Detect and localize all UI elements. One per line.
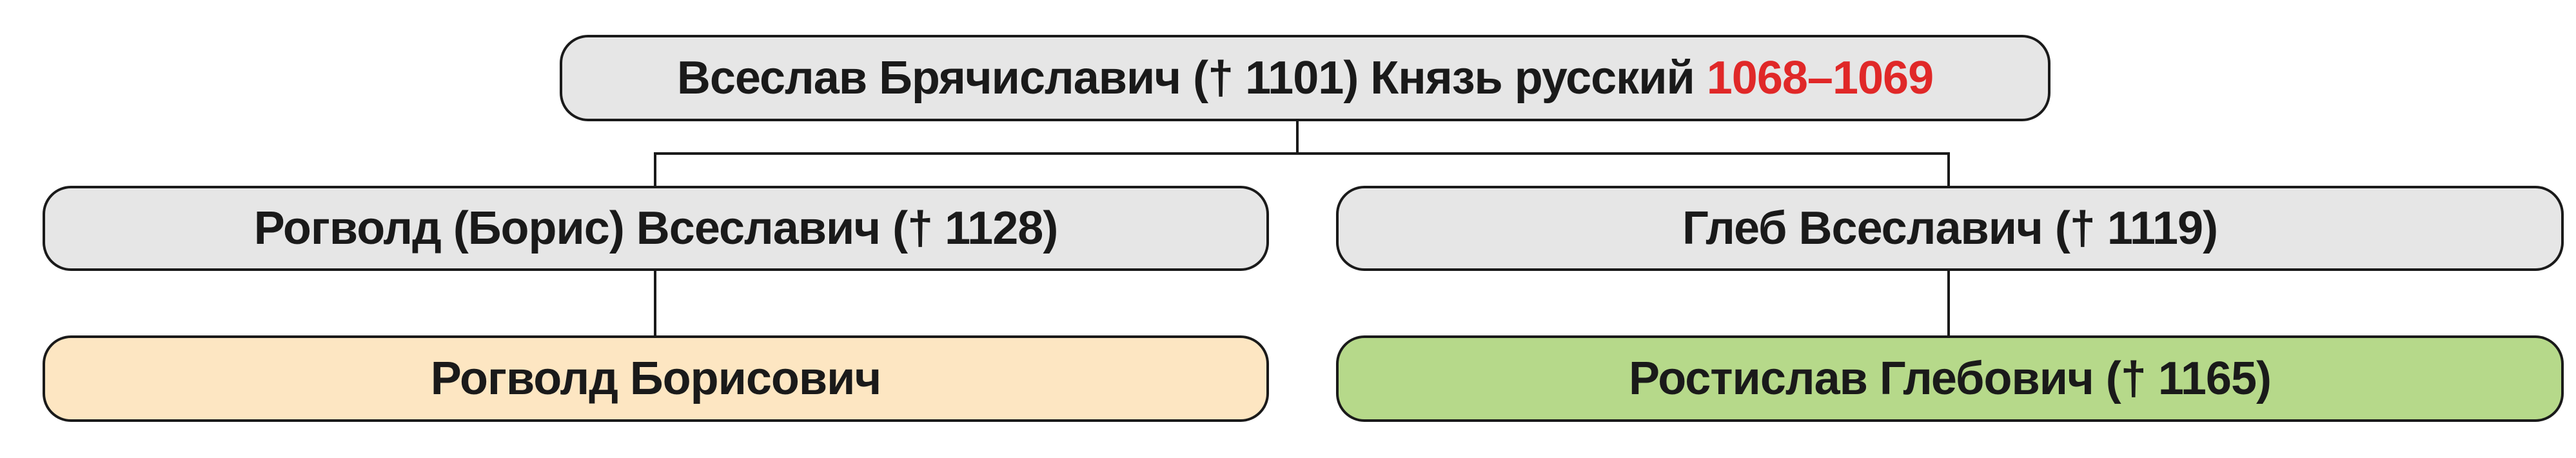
node-vseslav-bryachislavich: Всеслав Брячиславич († 1101) Князь русск… <box>560 35 2050 121</box>
node-rogvold-borisovich: Рогволд Борисович <box>43 335 1269 422</box>
node-label: Ростислав Глебович († 1165) <box>1628 353 2272 404</box>
node-gleb-vseslavich: Глеб Всеславич († 1119) <box>1336 186 2564 271</box>
node-rogvold-vseslavich: Рогволд (Борис) Всеславич († 1128) <box>43 186 1269 271</box>
node-label: Глеб Всеславич († 1119) <box>1682 203 2218 254</box>
reign-years: 1068–1069 <box>1706 52 1934 104</box>
node-label: Всеслав Брячиславич († 1101) Князь русск… <box>676 52 1707 104</box>
node-rostislav-glebovich: Ростислав Глебович († 1165) <box>1336 335 2564 422</box>
node-label: Рогволд (Борис) Всеславич († 1128) <box>253 203 1059 254</box>
node-label: Рогволд Борисович <box>430 353 881 404</box>
